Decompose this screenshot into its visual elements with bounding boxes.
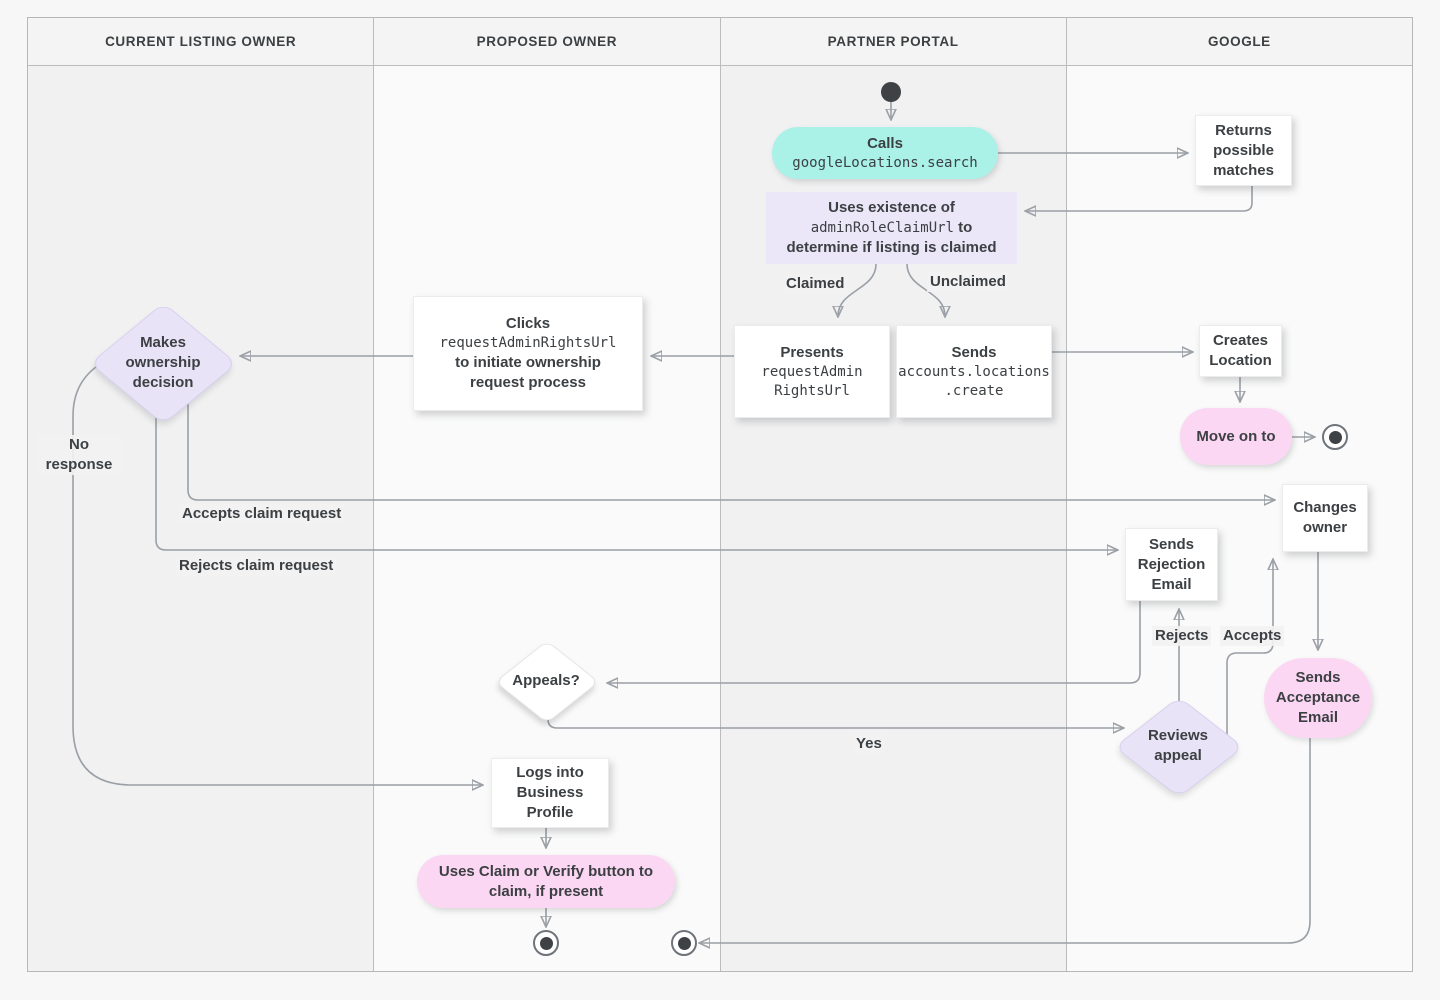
- edge-returns-to-uses: [1026, 184, 1253, 211]
- edge-label-rejects: Rejects: [1152, 626, 1212, 646]
- node-code: requestAdminRightsUrl: [439, 335, 617, 351]
- lane-header: GOOGLE: [1066, 18, 1412, 66]
- node-sends-rejection-email: Sends Rejection Email: [1125, 528, 1218, 601]
- node-logs-into-business-profile: Logs into Business Profile: [491, 758, 609, 828]
- node-line2: adminRoleClaimUrl to: [811, 218, 973, 238]
- node-text: Sends Acceptance Email: [1275, 669, 1361, 726]
- node-line2-suffix: to: [953, 219, 973, 236]
- node-changes-owner: Changes owner: [1282, 484, 1368, 552]
- edge-uses-to-sends: [906, 263, 945, 316]
- node-sends-acceptance-email: Sends Acceptance Email: [1264, 658, 1372, 738]
- node-returns-possible-matches: Returns possible matches: [1195, 115, 1292, 186]
- edge-reviews-accepts: [1226, 560, 1273, 742]
- edge-label-claimed: Claimed: [783, 274, 848, 294]
- node-presents-requestadminrightsurl: Presents requestAdmin RightsUrl: [734, 325, 890, 418]
- edge-label-unclaimed: Unclaimed: [927, 272, 1009, 292]
- node-code: googleLocations.search: [792, 154, 978, 171]
- node-line3: determine if listing is claimed: [786, 239, 997, 256]
- node-text: Uses Claim or Verify button to claim, if…: [438, 862, 654, 900]
- lane-header: PARTNER PORTAL: [720, 18, 1066, 66]
- edge-label-accepts: Accepts: [1220, 626, 1285, 646]
- node-title: Sends: [951, 343, 997, 361]
- lane-current-listing-owner: CURRENT LISTING OWNER: [28, 18, 375, 971]
- edge-label-accepts-claim: Accepts claim request: [179, 504, 345, 524]
- lane-header: PROPOSED OWNER: [374, 18, 720, 66]
- edge-rejection-to-appeals: [608, 598, 1141, 683]
- end-node-acceptance: [671, 930, 697, 956]
- edge-no-response: [72, 366, 482, 785]
- lane-header: CURRENT LISTING OWNER: [28, 18, 374, 66]
- node-reviews-appeal-label: Reviews appeal: [1147, 727, 1209, 764]
- end-node-dot: [539, 936, 553, 950]
- node-uses-existence-adminroleclaimurl: Uses existence of adminRoleClaimUrl to d…: [766, 192, 1017, 264]
- edge-label-rejects-claim: Rejects claim request: [176, 556, 337, 576]
- end-node-claim: [533, 930, 559, 956]
- node-move-on-to: Move on to: [1180, 408, 1292, 465]
- node-text: Changes owner: [1293, 499, 1357, 536]
- node-text: Logs into Business Profile: [516, 764, 584, 821]
- node-makes-ownership-decision-label: Makes ownership decision: [125, 334, 201, 391]
- edge-label-no-response: No response: [36, 435, 122, 475]
- node-title: Presents: [780, 343, 844, 361]
- edge-label-yes: Yes: [853, 734, 885, 754]
- node-text: Move on to: [1196, 427, 1276, 445]
- node-code: adminRoleClaimUrl: [810, 220, 954, 236]
- node-text: Creates Location: [1209, 332, 1272, 369]
- node-creates-location: Creates Location: [1199, 325, 1282, 377]
- start-node: [881, 82, 901, 102]
- node-rest: to initiate ownership request process: [455, 354, 601, 391]
- end-node-dot: [1328, 430, 1342, 444]
- node-code-line2: RightsUrl: [774, 382, 850, 399]
- node-code-line1: requestAdmin: [761, 363, 863, 380]
- node-appeals-label: Appeals?: [512, 672, 580, 689]
- end-node-dot: [677, 936, 691, 950]
- node-title: Clicks: [505, 315, 551, 332]
- edge-rejects-claim: [155, 400, 1117, 550]
- edge-uses-to-presents: [838, 263, 877, 316]
- node-title: Calls: [867, 134, 903, 152]
- node-code-line2: .create: [944, 382, 1004, 399]
- edge-appeals-yes-to-reviews: [547, 702, 1123, 728]
- node-uses-claim-or-verify: Uses Claim or Verify button to claim, if…: [417, 855, 675, 908]
- lane-partner-portal: PARTNER PORTAL: [720, 18, 1067, 971]
- edge-acceptance-to-end: [700, 735, 1311, 943]
- end-node-create: [1322, 424, 1348, 450]
- node-code-line1: accounts.locations: [898, 363, 1050, 380]
- edge-accepts-claim: [187, 400, 1274, 500]
- node-line1: Uses existence of: [828, 199, 955, 216]
- node-sends-accounts-locations-create: Sends accounts.locations .create: [896, 325, 1052, 418]
- node-text: Sends Rejection Email: [1137, 535, 1206, 593]
- node-clicks-requestadminrightsurl: Clicks requestAdminRightsUrl to initiate…: [413, 296, 643, 411]
- node-text: Returns possible matches: [1213, 121, 1274, 179]
- node-calls-googlelocations-search: Calls googleLocations.search: [772, 127, 998, 179]
